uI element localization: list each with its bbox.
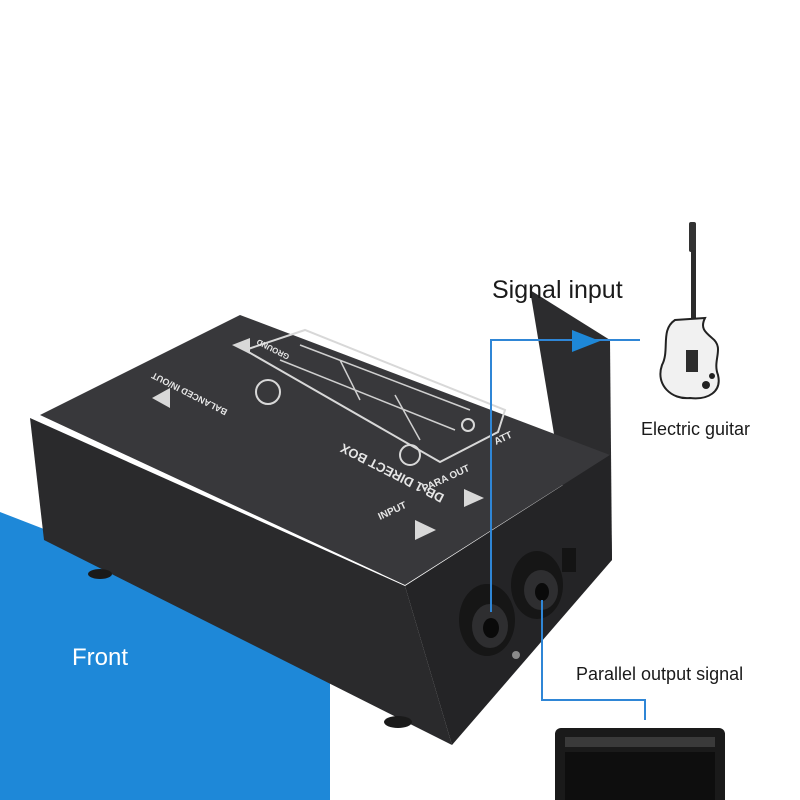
- blue-background-shape: [0, 512, 330, 800]
- signal-input-label: Signal input: [492, 276, 623, 304]
- parallel-output-line: [541, 600, 646, 720]
- parallel-output-label: Parallel output signal: [576, 664, 744, 684]
- panel-graphics: [242, 328, 507, 464]
- panel-circle-left: [255, 379, 281, 405]
- device-foot-left: [88, 569, 112, 579]
- signal-input-arrow-icon: [572, 330, 600, 352]
- front-screw: [512, 651, 520, 659]
- front-label: Front: [72, 644, 129, 671]
- electric-guitar-label: Electric guitar: [641, 419, 751, 439]
- electric-guitar-icon: [659, 222, 720, 400]
- device-side-plate: [30, 418, 452, 745]
- panel-circle-small: [461, 418, 475, 432]
- amplifier-icon: [555, 728, 725, 800]
- ground-switch: [562, 548, 576, 572]
- on-off-arrow: [232, 338, 250, 354]
- device-top-face: [40, 315, 610, 585]
- input-arrow: [415, 520, 436, 540]
- direct-box: DB-1 DIRECT BOX INPUT PARA OUT BALANCED …: [30, 290, 612, 745]
- input-jack: [459, 584, 515, 656]
- para-out-jack: [511, 551, 563, 619]
- balanced-arrow: [152, 388, 170, 408]
- device-foot-right: [384, 716, 412, 728]
- panel-circuit-lines: [279, 344, 471, 441]
- panel-circle-right: [399, 444, 421, 466]
- para-out-arrow: [464, 489, 484, 507]
